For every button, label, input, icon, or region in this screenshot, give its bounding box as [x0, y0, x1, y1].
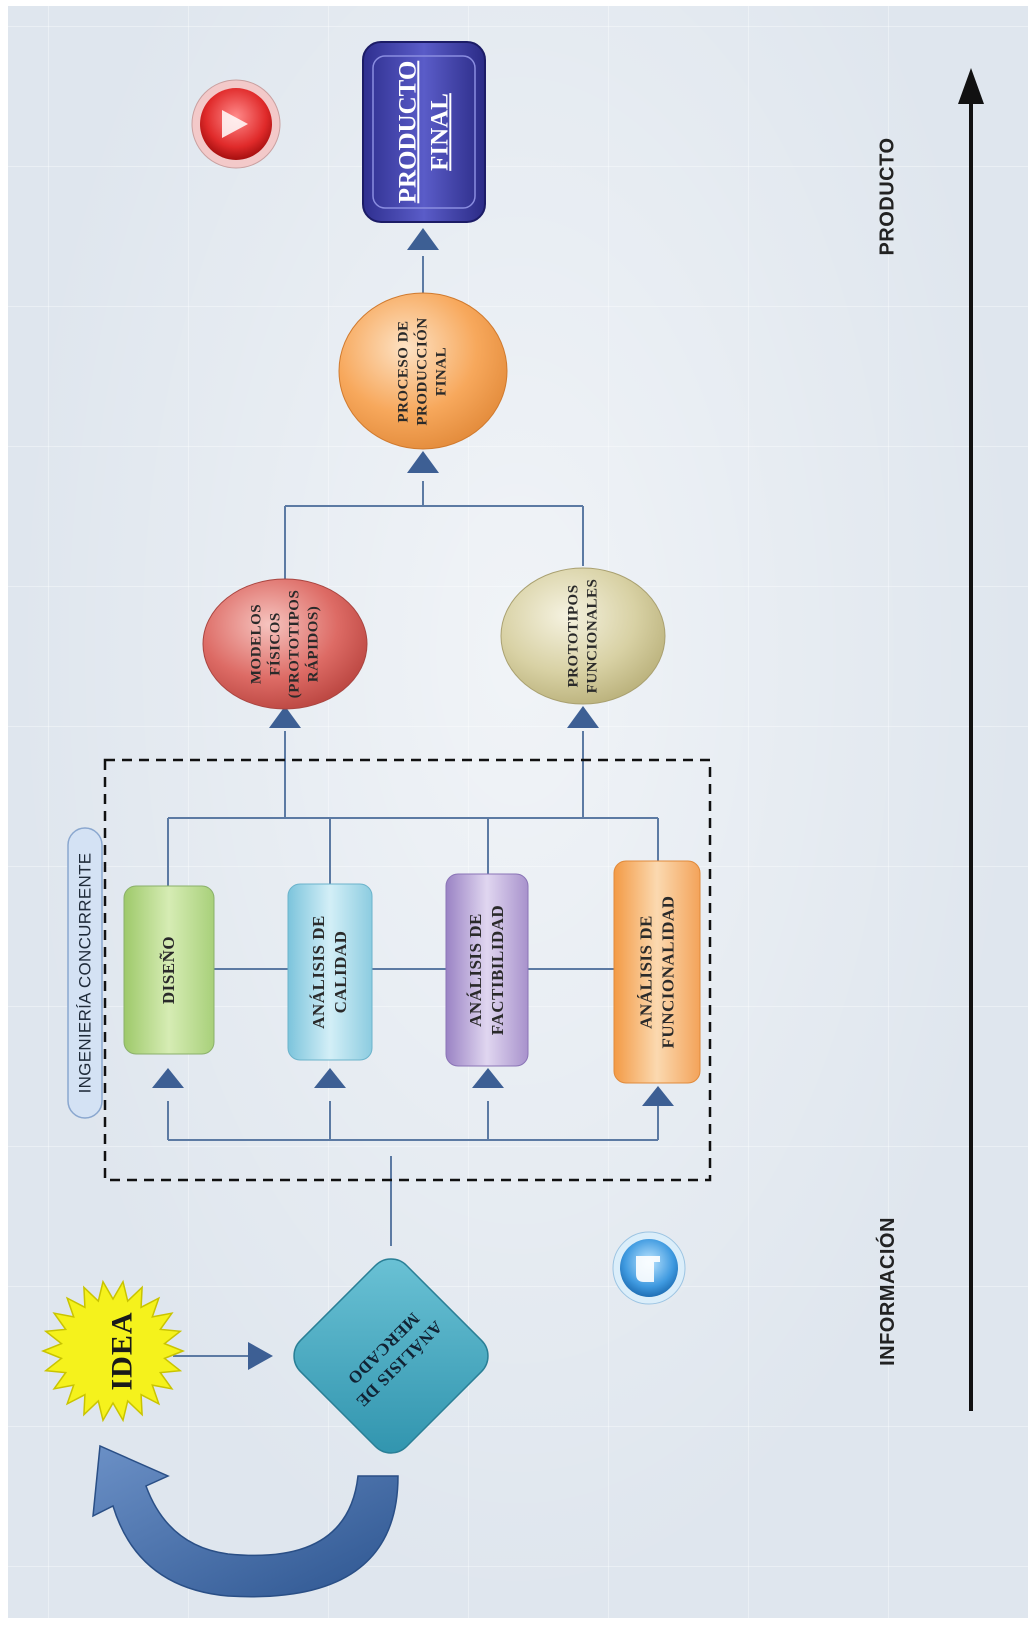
task-funcionalidad-line2: FUNCIONALIDAD	[658, 895, 677, 1049]
final-product-line2: FINAL	[426, 93, 454, 171]
functional-prototypes: PROTOTIPOS FUNCIONALES	[501, 568, 665, 704]
task-diseno-label: DISEÑO	[159, 935, 178, 1005]
pointing-hand-icon	[612, 1231, 686, 1305]
red-play-button-icon	[191, 79, 281, 169]
axis-start-label: INFORMACIÓN	[876, 1216, 899, 1366]
production-process-line2: PRODUCCIÓN	[414, 316, 431, 426]
market-analysis-node	[293, 1258, 489, 1454]
task-calidad-line2: CALIDAD	[331, 930, 350, 1014]
task-factibilidad-line1: ANÁLISIS DE	[466, 913, 485, 1027]
final-product-line1: PRODUCTO	[394, 60, 422, 204]
idea-node: IDEA	[48, 1276, 198, 1426]
functional-prototypes-line2: FUNCIONALES	[584, 578, 600, 694]
task-box-factibilidad	[445, 873, 529, 1067]
concurrent-engineering-box	[103, 758, 712, 1182]
physical-models-node	[202, 578, 368, 710]
idea-label: IDEA	[105, 1311, 139, 1391]
axis-end-label: PRODUCTO	[876, 136, 899, 256]
idea-starburst	[40, 1279, 186, 1423]
functional-prototypes-line1: PROTOTIPOS	[565, 584, 581, 688]
task-funcionalidad: ANÁLISIS DE FUNCIONALIDAD	[614, 861, 700, 1083]
task-box-calidad	[287, 883, 373, 1061]
feedback-curved-arrow	[92, 1444, 399, 1598]
task-box-diseno	[123, 885, 215, 1055]
group-label: INGENIERÍA CONCURRENTE	[68, 828, 102, 1118]
production-process-node	[338, 292, 508, 450]
diagram-canvas: INGENIERÍA CONCURRENTE DISEÑO ANÁLISIS D…	[8, 6, 1028, 1618]
group-label-text: INGENIERÍA CONCURRENTE	[75, 852, 95, 1094]
flow-diagram	[40, 41, 984, 1598]
physical-models-line4: RÁPIDOS)	[304, 605, 321, 683]
final-product: PRODUCTO FINAL	[363, 42, 485, 222]
group-label-pill	[67, 827, 103, 1119]
arrowheads	[152, 228, 674, 1370]
task-diseno: DISEÑO	[124, 886, 214, 1054]
task-box-funcionalidad	[613, 860, 701, 1084]
market-analysis: ANÁLISIS DE MERCADO	[316, 1281, 466, 1431]
physical-models: MODELOS FÍSICOS (PROTOTIPOS RÁPIDOS)	[203, 579, 367, 709]
information-product-axis	[958, 68, 984, 1411]
physical-models-line3: (PROTOTIPOS	[285, 589, 302, 699]
market-analysis-label: ANÁLISIS DE MERCADO	[343, 1308, 447, 1412]
physical-models-line2: FÍSICOS	[266, 612, 283, 676]
functional-prototypes-node	[500, 567, 666, 705]
final-product-node	[362, 41, 486, 223]
physical-models-line1: MODELOS	[247, 603, 264, 685]
task-funcionalidad-line1: ANÁLISIS DE	[636, 915, 655, 1029]
task-factibilidad: ANÁLISIS DE FACTIBILIDAD	[446, 874, 528, 1066]
production-process-line3: FINAL	[433, 346, 450, 396]
axis-start: INFORMACIÓN	[868, 1206, 908, 1376]
final-product-inner-frame	[372, 55, 476, 209]
production-process-line1: PROCESO DE	[395, 319, 412, 423]
connector-lines	[167, 256, 659, 1357]
task-calidad-line1: ANÁLISIS DE	[309, 915, 328, 1029]
task-factibilidad-line2: FACTIBILIDAD	[488, 904, 507, 1036]
production-process: PROCESO DE PRODUCCIÓN FINAL	[339, 293, 507, 449]
axis-end: PRODUCTO	[868, 126, 908, 266]
task-calidad: ANÁLISIS DE CALIDAD	[288, 884, 372, 1060]
